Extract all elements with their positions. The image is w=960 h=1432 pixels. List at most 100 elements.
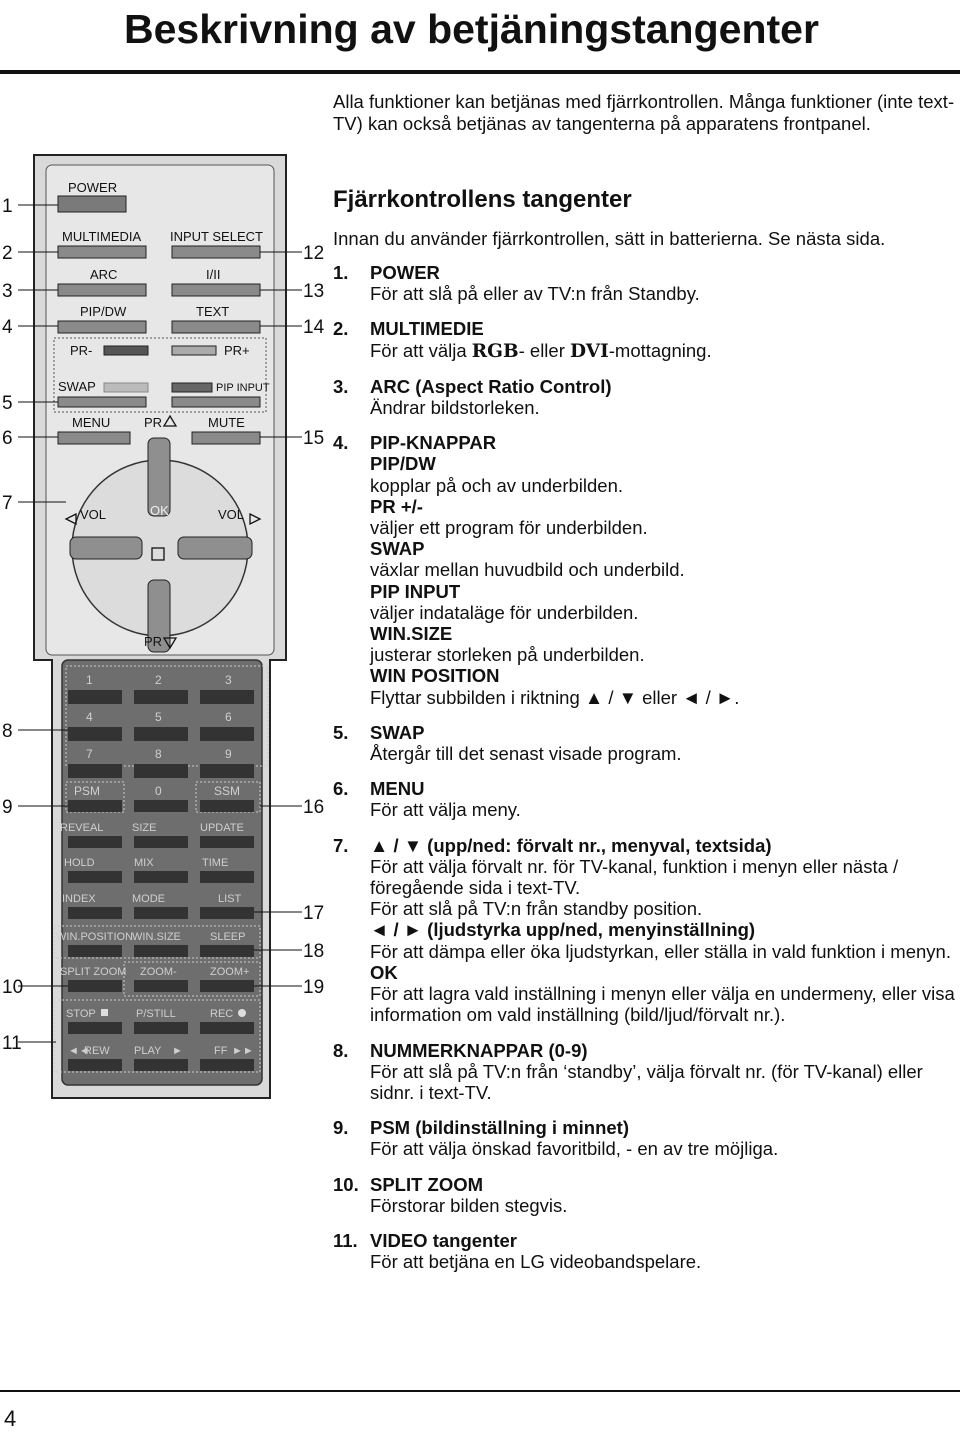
ok-button: [151, 547, 165, 561]
ff-label: FF: [214, 1045, 228, 1057]
callout-11: 11: [2, 1033, 22, 1054]
swap-bar: [57, 396, 147, 408]
item-number: 2.: [333, 318, 349, 340]
mix-label: MIX: [134, 857, 154, 869]
triangle-right-icon: [249, 512, 262, 526]
psm-button: [68, 800, 122, 812]
item-number: 5.: [333, 721, 349, 743]
item-text: För att välja önskad favoritbild, - en a…: [370, 1138, 779, 1160]
sub-text: väljer ett program för underbilden.: [370, 517, 648, 539]
rec-button: [200, 1022, 254, 1034]
item-heading: SPLIT ZOOM: [370, 1173, 484, 1195]
triangle-down-icon: [162, 637, 178, 650]
list-item: 9. PSM (bildinställning i minnet)För att…: [333, 1117, 958, 1159]
nav-right-button: [177, 536, 253, 560]
sub-label: SWAP: [370, 538, 425, 560]
sub-text: För att dämpa eller öka ljudstyrkan, ell…: [370, 940, 951, 962]
split-zoom-button: [68, 980, 122, 992]
sub-label: PIP/DW: [370, 453, 436, 475]
sub-text: För att slå på TV:n från standby positio…: [370, 898, 703, 920]
digit-0-button: [134, 800, 188, 812]
item-text: För att välja: [370, 339, 472, 361]
number-pad: 1 2 3 4 5 6 7 8 9 PSM 0 SSM: [65, 673, 261, 813]
rew-button: [68, 1059, 122, 1071]
pr-up-label: PR: [144, 415, 162, 430]
nav-up-button: [147, 437, 171, 517]
multimedia-button: [57, 245, 147, 259]
callout-6: 6: [2, 428, 13, 449]
digit-2-label: 2: [155, 673, 162, 687]
rec-label: REC: [210, 1008, 233, 1020]
callout-4: 4: [2, 317, 13, 338]
time-label: TIME: [202, 857, 228, 869]
item-heading: VIDEO tangenter: [370, 1229, 517, 1251]
zoom-minus-label: ZOOM-: [140, 966, 177, 978]
multimedia-label: MULTIMEDIA: [62, 229, 142, 244]
zoom-plus-button: [200, 980, 254, 992]
digit-4-button: [68, 727, 122, 741]
item-heading: PIP-KNAPPAR: [370, 432, 497, 454]
pip-input-bar: [171, 396, 261, 408]
update-button: [200, 836, 254, 848]
vol-right-label: VOL: [218, 507, 244, 522]
list-button: [200, 907, 254, 919]
stop-label: STOP: [66, 1008, 96, 1020]
menu-button: [57, 431, 131, 445]
item-text: För att välja meny.: [370, 799, 521, 821]
time-button: [200, 871, 254, 883]
digit-4-label: 4: [86, 710, 93, 724]
sleep-label: SLEEP: [210, 931, 245, 943]
ff-button: [200, 1059, 254, 1071]
item-number: 4.: [333, 432, 349, 454]
callout-10: 10: [2, 977, 23, 998]
record-icon: [238, 1009, 246, 1017]
item-number: 3.: [333, 375, 349, 397]
i-ii-label: I/II: [206, 267, 220, 282]
item-number: 7.: [333, 834, 349, 856]
callout-13: 13: [303, 281, 324, 302]
sub-text: För att lagra vald inställning i menyn e…: [370, 983, 955, 1026]
zoom-minus-button: [134, 980, 188, 992]
zero-label: 0: [155, 784, 162, 798]
sleep-button: [200, 945, 254, 957]
index-button: [68, 907, 122, 919]
digit-2-button: [134, 690, 188, 704]
mode-label: MODE: [132, 893, 165, 905]
ok-label: OK: [150, 503, 169, 518]
input-select-label: INPUT SELECT: [170, 229, 263, 244]
rgb-label: RGB: [471, 340, 519, 362]
sub-label: PIP INPUT: [370, 580, 461, 602]
section-lead: Innan du använder fjärrkontrollen, sätt …: [333, 228, 886, 249]
sub-label: PR +/-: [370, 495, 423, 517]
right-callouts: [254, 251, 302, 987]
pr-down-label: PR: [144, 634, 162, 649]
item-number: 8.: [333, 1039, 349, 1061]
item-text: Återgår till det senast visade program.: [370, 743, 682, 765]
vol-left-label: VOL: [80, 507, 106, 522]
page-title: Beskrivning av betjäningstangenter: [124, 6, 819, 52]
digit-8-label: 8: [155, 747, 162, 761]
play-label: PLAY: [134, 1045, 162, 1057]
pstill-label: P/STILL: [136, 1008, 176, 1020]
split-zoom-label: SPLIT ZOOM: [60, 966, 126, 978]
item-heading: ▲ / ▼ (upp/ned: förvalt nr., menyval, te…: [370, 834, 772, 856]
sub-label: WIN POSITION: [370, 665, 500, 687]
psm-label: PSM: [74, 784, 100, 798]
size-button: [134, 836, 188, 848]
sub-text: justerar storleken på underbilden.: [370, 644, 645, 666]
menu-label: MENU: [72, 415, 110, 430]
arc-button: [57, 283, 147, 297]
callout-3: 3: [2, 281, 13, 302]
arc-label: ARC: [90, 267, 117, 282]
digit-7-button: [68, 764, 122, 778]
section-title: Fjärrkontrollens tangenter: [333, 186, 632, 213]
reveal-label: REVEAL: [60, 822, 103, 834]
callout-17: 17: [303, 903, 324, 924]
item-text: För att slå på eller av TV:n från Standb…: [370, 283, 700, 305]
digit-6-label: 6: [225, 710, 232, 724]
sub-label: WIN.SIZE: [370, 623, 453, 645]
